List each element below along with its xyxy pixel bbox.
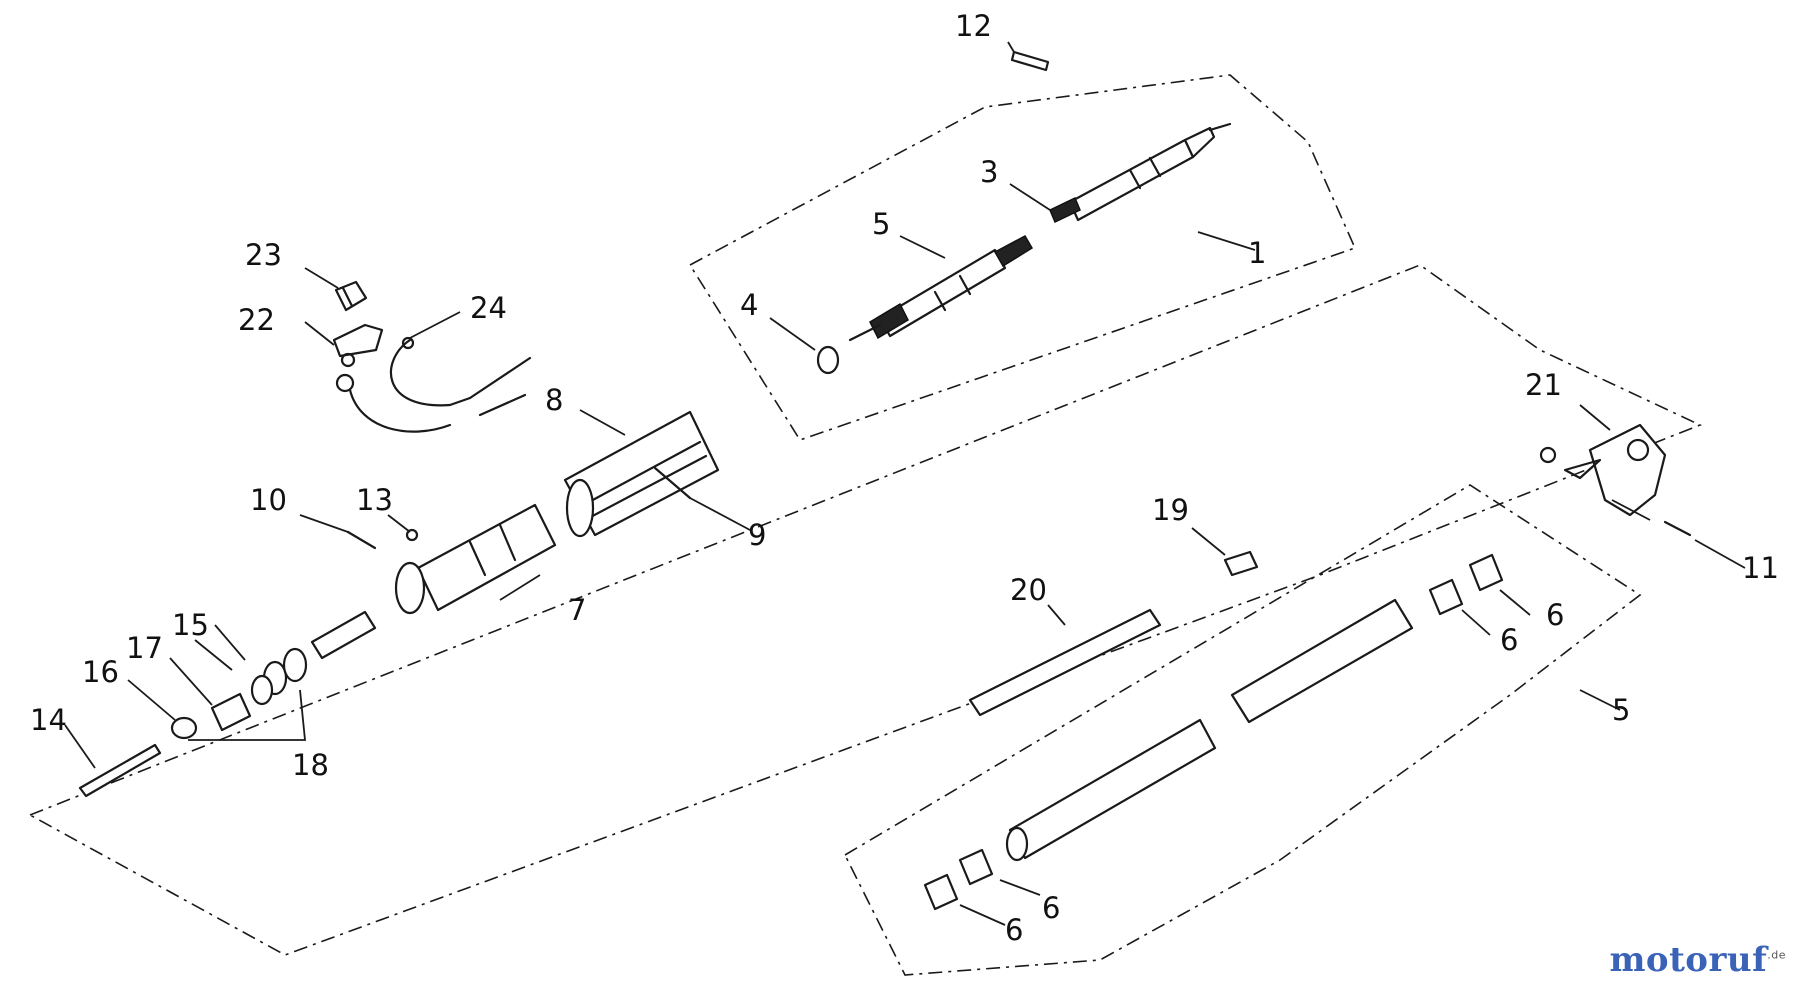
label-24: 24 bbox=[470, 291, 507, 325]
part-23-knob bbox=[334, 280, 368, 312]
label-4: 4 bbox=[740, 288, 758, 322]
part-14-rod bbox=[78, 743, 162, 798]
label-2: 5 bbox=[872, 207, 890, 241]
part-6-sleeves bbox=[923, 553, 1504, 911]
group-outline-5 bbox=[844, 484, 1642, 976]
label-16: 16 bbox=[82, 655, 119, 689]
group-outline-shaft bbox=[29, 264, 1703, 956]
label-21: 21 bbox=[1525, 368, 1562, 402]
label-6d: 6 bbox=[1005, 913, 1023, 947]
label-17: 17 bbox=[126, 631, 163, 665]
label-3: 3 bbox=[980, 155, 998, 189]
part-12-key bbox=[1010, 50, 1050, 72]
label-14: 14 bbox=[30, 703, 67, 737]
label-15: 15 bbox=[172, 608, 209, 642]
part-17-nut bbox=[210, 692, 252, 732]
label-12: 12 bbox=[955, 9, 992, 43]
label-7: 7 bbox=[568, 593, 586, 627]
label-1: 1 bbox=[1248, 236, 1266, 270]
label-18: 18 bbox=[292, 748, 329, 782]
part-2-shaft bbox=[848, 234, 1034, 342]
part-4-o-ring bbox=[816, 345, 840, 375]
part-3-shaft bbox=[1049, 122, 1232, 224]
label-6c: 6 bbox=[1042, 891, 1060, 925]
parts bbox=[78, 50, 1692, 911]
part-24-wire bbox=[348, 336, 532, 433]
part-5-tubes bbox=[1005, 598, 1414, 862]
assembly-outlines bbox=[29, 74, 1703, 976]
part-22-bracket bbox=[332, 323, 384, 393]
watermark-main: motoruf bbox=[1609, 940, 1768, 980]
part-15-bearings bbox=[250, 647, 308, 706]
part-10-bolt bbox=[346, 530, 377, 550]
label-13: 13 bbox=[356, 483, 393, 517]
label-10: 10 bbox=[250, 483, 287, 517]
label-11: 11 bbox=[1742, 551, 1779, 585]
motoruf-watermark: motoruf.de bbox=[1609, 940, 1786, 980]
part-20-decal bbox=[968, 608, 1162, 717]
part-9-screw bbox=[653, 466, 692, 500]
part-7-housing bbox=[394, 503, 557, 615]
watermark-suffix: .de bbox=[1767, 948, 1786, 962]
label-5: 5 bbox=[1612, 693, 1630, 727]
callout-labels: 1 5 3 4 5 6 6 6 6 7 8 9 10 11 12 13 14 1… bbox=[30, 9, 1779, 947]
leader-lines bbox=[64, 41, 1746, 926]
part-pin bbox=[310, 610, 377, 660]
label-22: 22 bbox=[238, 303, 275, 337]
part-8-grip bbox=[563, 410, 720, 538]
part-21-clamp bbox=[1539, 423, 1667, 517]
part-19-label bbox=[1223, 550, 1259, 577]
label-9: 9 bbox=[748, 518, 766, 552]
label-6a: 6 bbox=[1546, 598, 1564, 632]
part-16-washer bbox=[170, 716, 198, 740]
part-11-screw bbox=[1663, 520, 1692, 537]
label-6b: 6 bbox=[1500, 623, 1518, 657]
label-19: 19 bbox=[1152, 493, 1189, 527]
label-23: 23 bbox=[245, 238, 282, 272]
label-20: 20 bbox=[1010, 573, 1047, 607]
label-8: 8 bbox=[545, 383, 563, 417]
